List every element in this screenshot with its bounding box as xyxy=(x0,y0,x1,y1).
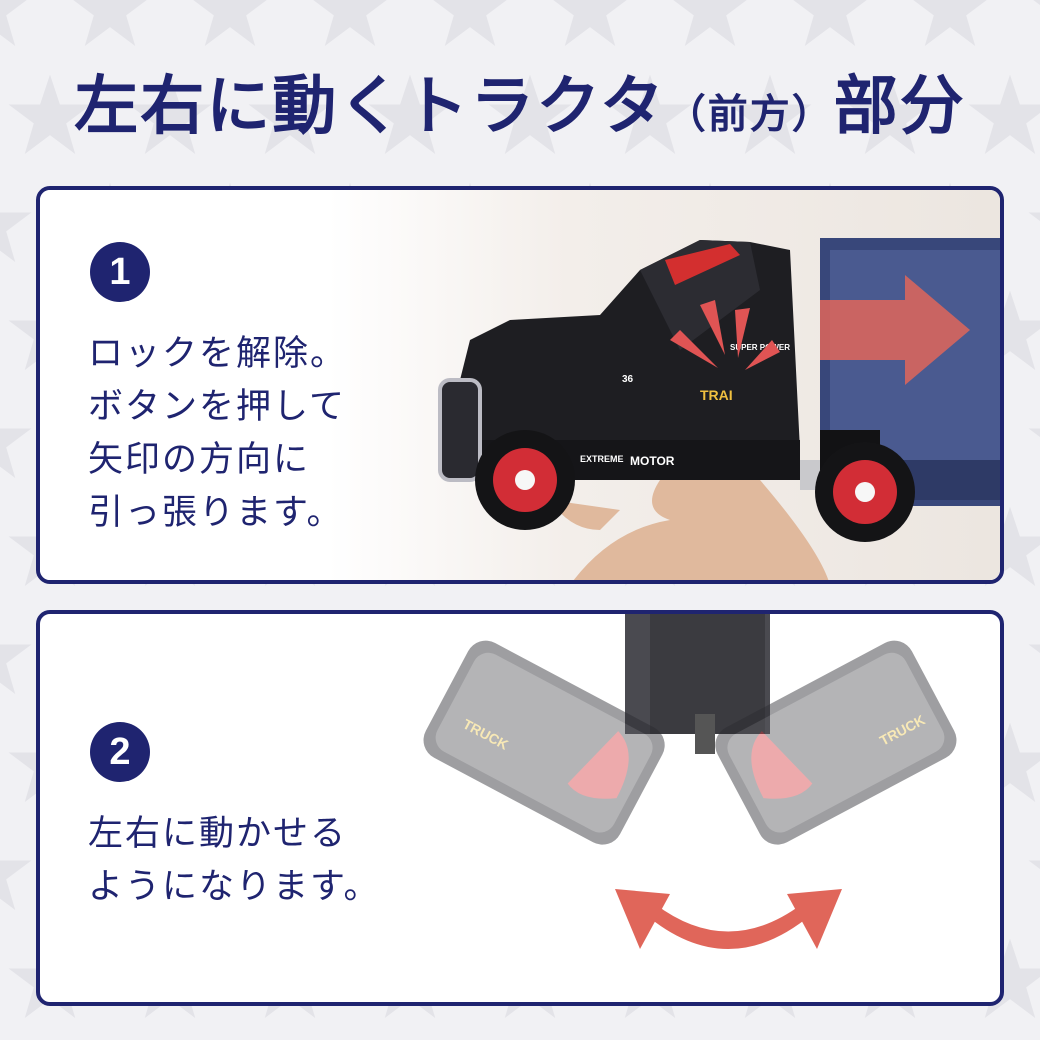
truck-decals: EXTREME MOTOR TRAI SUPER POWER 36 xyxy=(580,343,790,468)
star-pattern-icon xyxy=(0,182,32,262)
decal-text: MOTOR xyxy=(630,454,675,468)
decal-text: EXTREME xyxy=(580,454,624,464)
step-number-badge: 1 xyxy=(90,242,150,302)
star-pattern-icon xyxy=(0,614,32,694)
star-pattern-icon xyxy=(0,830,32,910)
step-1-description: ロックを解除。 ボタンを押して 矢印の方向に 引っ張ります。 xyxy=(88,328,347,540)
step-1-line: ロックを解除。 xyxy=(88,334,348,374)
pull-arrow-icon xyxy=(820,275,970,385)
step-2-panel: 2 左右に動かせる ようになります。 TRUCK TRUCK xyxy=(36,610,1004,1006)
star-pattern-icon xyxy=(428,0,512,46)
cab-swung-right-image: TRUCK xyxy=(715,640,957,845)
star-pattern-icon xyxy=(1028,0,1040,46)
step-2-line: 左右に動かせる xyxy=(88,814,348,854)
step-1-line: 引っ張ります。 xyxy=(88,493,344,533)
cab-swung-left-image: TRUCK xyxy=(423,640,665,845)
star-pattern-icon xyxy=(1028,182,1040,262)
star-pattern-icon xyxy=(548,0,632,46)
truck-photo: EXTREME MOTOR TRAI SUPER POWER 36 xyxy=(438,238,1000,580)
star-pattern-icon xyxy=(1028,398,1040,478)
star-pattern-icon xyxy=(788,0,872,46)
step-1-line: ボタンを押して xyxy=(88,387,346,427)
step-1-panel: 1 ロックを解除。 ボタンを押して 矢印の方向に 引っ張ります。 xyxy=(36,186,1004,584)
star-pattern-icon xyxy=(668,0,752,46)
star-pattern-icon xyxy=(0,0,32,46)
star-pattern-icon xyxy=(908,0,992,46)
decal-text: SUPER POWER xyxy=(730,343,790,352)
step-1-line: 矢印の方向に xyxy=(88,440,311,480)
wheel-image xyxy=(475,430,575,530)
star-pattern-icon xyxy=(188,0,272,46)
star-pattern-icon xyxy=(308,0,392,46)
step-number-badge: 2 xyxy=(90,722,150,782)
star-pattern-icon xyxy=(1028,614,1040,694)
star-pattern-icon xyxy=(1028,830,1040,910)
step-2-description: 左右に動かせる ようになります。 xyxy=(88,808,381,914)
swing-arrow-icon xyxy=(615,889,842,949)
page-title: 左右に動くトラクタ（前方）部分 xyxy=(74,70,966,144)
star-pattern-icon xyxy=(0,398,32,478)
star-pattern-icon xyxy=(68,0,152,46)
decal-text: TRAI xyxy=(700,387,733,403)
swing-illustration: TRUCK TRUCK xyxy=(423,614,957,949)
wheel-image xyxy=(815,442,915,542)
press-indicator-icon xyxy=(670,300,780,370)
trailer-rear-image xyxy=(625,614,770,754)
step-2-line: ようになります。 xyxy=(88,867,381,907)
decal-text: 36 xyxy=(622,374,634,385)
